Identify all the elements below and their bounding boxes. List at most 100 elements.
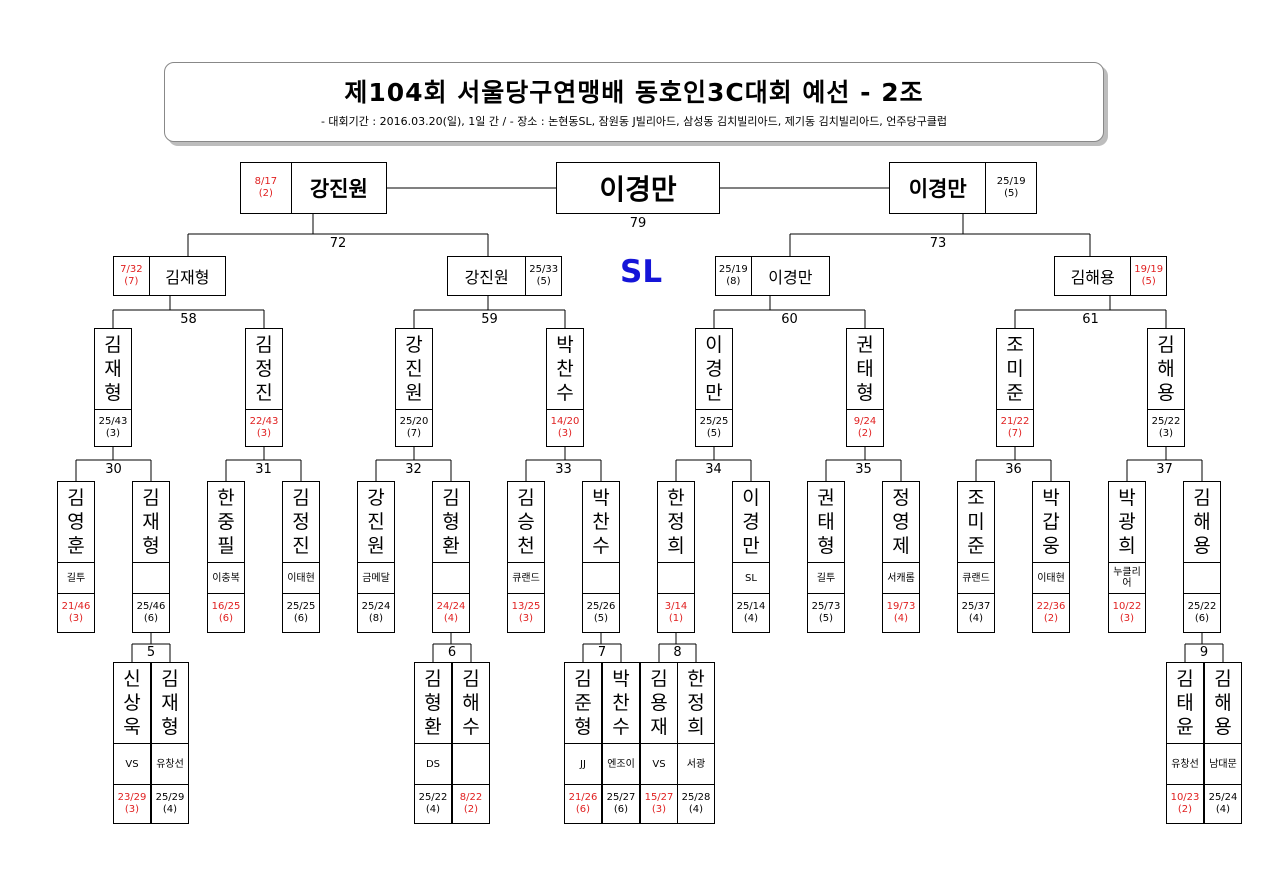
score-text: 25/22 (1151, 416, 1181, 427)
average-text: (4) (688, 804, 704, 815)
name-char: 훈 (67, 535, 85, 557)
score-text: 19/19 (1134, 264, 1164, 275)
score-cell: 25/24(4) (1205, 784, 1241, 823)
match-number: 36 (1005, 462, 1022, 477)
club-name: 남대문 (1205, 743, 1241, 784)
name-char: 한 (217, 487, 235, 509)
name-char: 재 (650, 716, 668, 738)
average-text: (2) (463, 804, 479, 815)
average-text: (3) (68, 613, 84, 624)
name-char: 경 (705, 358, 723, 380)
average-text: (4) (425, 804, 441, 815)
player-box: 이경만 25/19(5) (889, 162, 1037, 214)
name-char: 원 (367, 535, 385, 557)
match-number: 6 (447, 645, 457, 660)
club-name (658, 562, 694, 593)
average-text: (6) (143, 613, 159, 624)
score-text: 21/26 (568, 792, 598, 803)
score-cell: 3/14(1) (658, 593, 694, 632)
page-subtitle: - 대회기간 : 2016.03.20(일), 1일 간 / - 장소 : 논현… (320, 115, 948, 128)
average-text: (8) (726, 276, 741, 287)
name-char: 정 (292, 511, 310, 533)
name-char: 미 (1006, 358, 1024, 380)
score-cell: 25/25(5) (696, 409, 732, 446)
name-char: 웅 (1042, 535, 1060, 557)
average-text: (6) (1194, 613, 1210, 624)
match-number: 34 (705, 462, 722, 477)
score-text: 22/43 (249, 416, 279, 427)
average-text: (2) (857, 428, 873, 439)
match-number: 33 (555, 462, 572, 477)
name-char: 박 (592, 487, 610, 509)
club-name: 엔조이 (603, 743, 639, 784)
name-char: 용 (650, 692, 668, 714)
score-cell: 25/73(5) (808, 593, 844, 632)
average-text: (4) (1215, 804, 1231, 815)
name-char: 김 (650, 668, 668, 690)
average-text: (5) (706, 428, 722, 439)
name-char: 진 (292, 535, 310, 557)
name-char: 상 (123, 692, 141, 714)
score-cell: 25/19(8) (716, 257, 752, 295)
match-number: 79 (629, 216, 647, 231)
score-cell: 25/24(8) (358, 593, 394, 632)
score-cell: 21/22(7) (997, 409, 1033, 446)
average-text: (5) (1004, 188, 1019, 199)
score-cell: 22/43(3) (246, 409, 282, 446)
name-char: 환 (424, 716, 442, 738)
name-char: 중 (217, 511, 235, 533)
score-text: 25/26 (586, 601, 616, 612)
player-name: 이경만 (908, 177, 967, 201)
score-text: 25/20 (399, 416, 429, 427)
name-char: 해 (1193, 511, 1211, 533)
name-char: 태 (1176, 692, 1194, 714)
average-text: (4) (893, 613, 909, 624)
score-cell: 25/19(5) (985, 163, 1036, 213)
name-char: 정 (667, 511, 685, 533)
average-text: (4) (743, 613, 759, 624)
name-char: 천 (517, 535, 535, 557)
score-cell: 25/20(7) (396, 409, 432, 446)
player-box: 7/32(7)김재형 (113, 256, 226, 296)
match-number: 30 (105, 462, 122, 477)
average-text: (6) (293, 613, 309, 624)
score-text: 25/43 (98, 416, 128, 427)
name-char: 원 (405, 382, 423, 404)
name-char: 박 (1118, 487, 1136, 509)
score-text: 25/14 (736, 601, 766, 612)
name-char: 태 (856, 358, 874, 380)
score-cell: 21/26(6) (565, 784, 601, 823)
club-name: 이태현 (1033, 562, 1069, 593)
player-name: 강진원 (309, 177, 368, 201)
match-number: 8 (673, 645, 682, 660)
match-number: 32 (405, 462, 422, 477)
average-text: (3) (256, 428, 272, 439)
name-char: 조 (967, 487, 985, 509)
average-text: (5) (818, 613, 834, 624)
score-text: 21/22 (1000, 416, 1030, 427)
name-char: 영 (892, 511, 910, 533)
score-text: 25/19 (996, 176, 1026, 187)
name-char: 만 (705, 382, 723, 404)
match-number: 60 (781, 312, 798, 327)
match-number: 37 (1156, 462, 1173, 477)
score-text: 25/22 (1187, 601, 1217, 612)
name-char: 수 (556, 382, 574, 404)
